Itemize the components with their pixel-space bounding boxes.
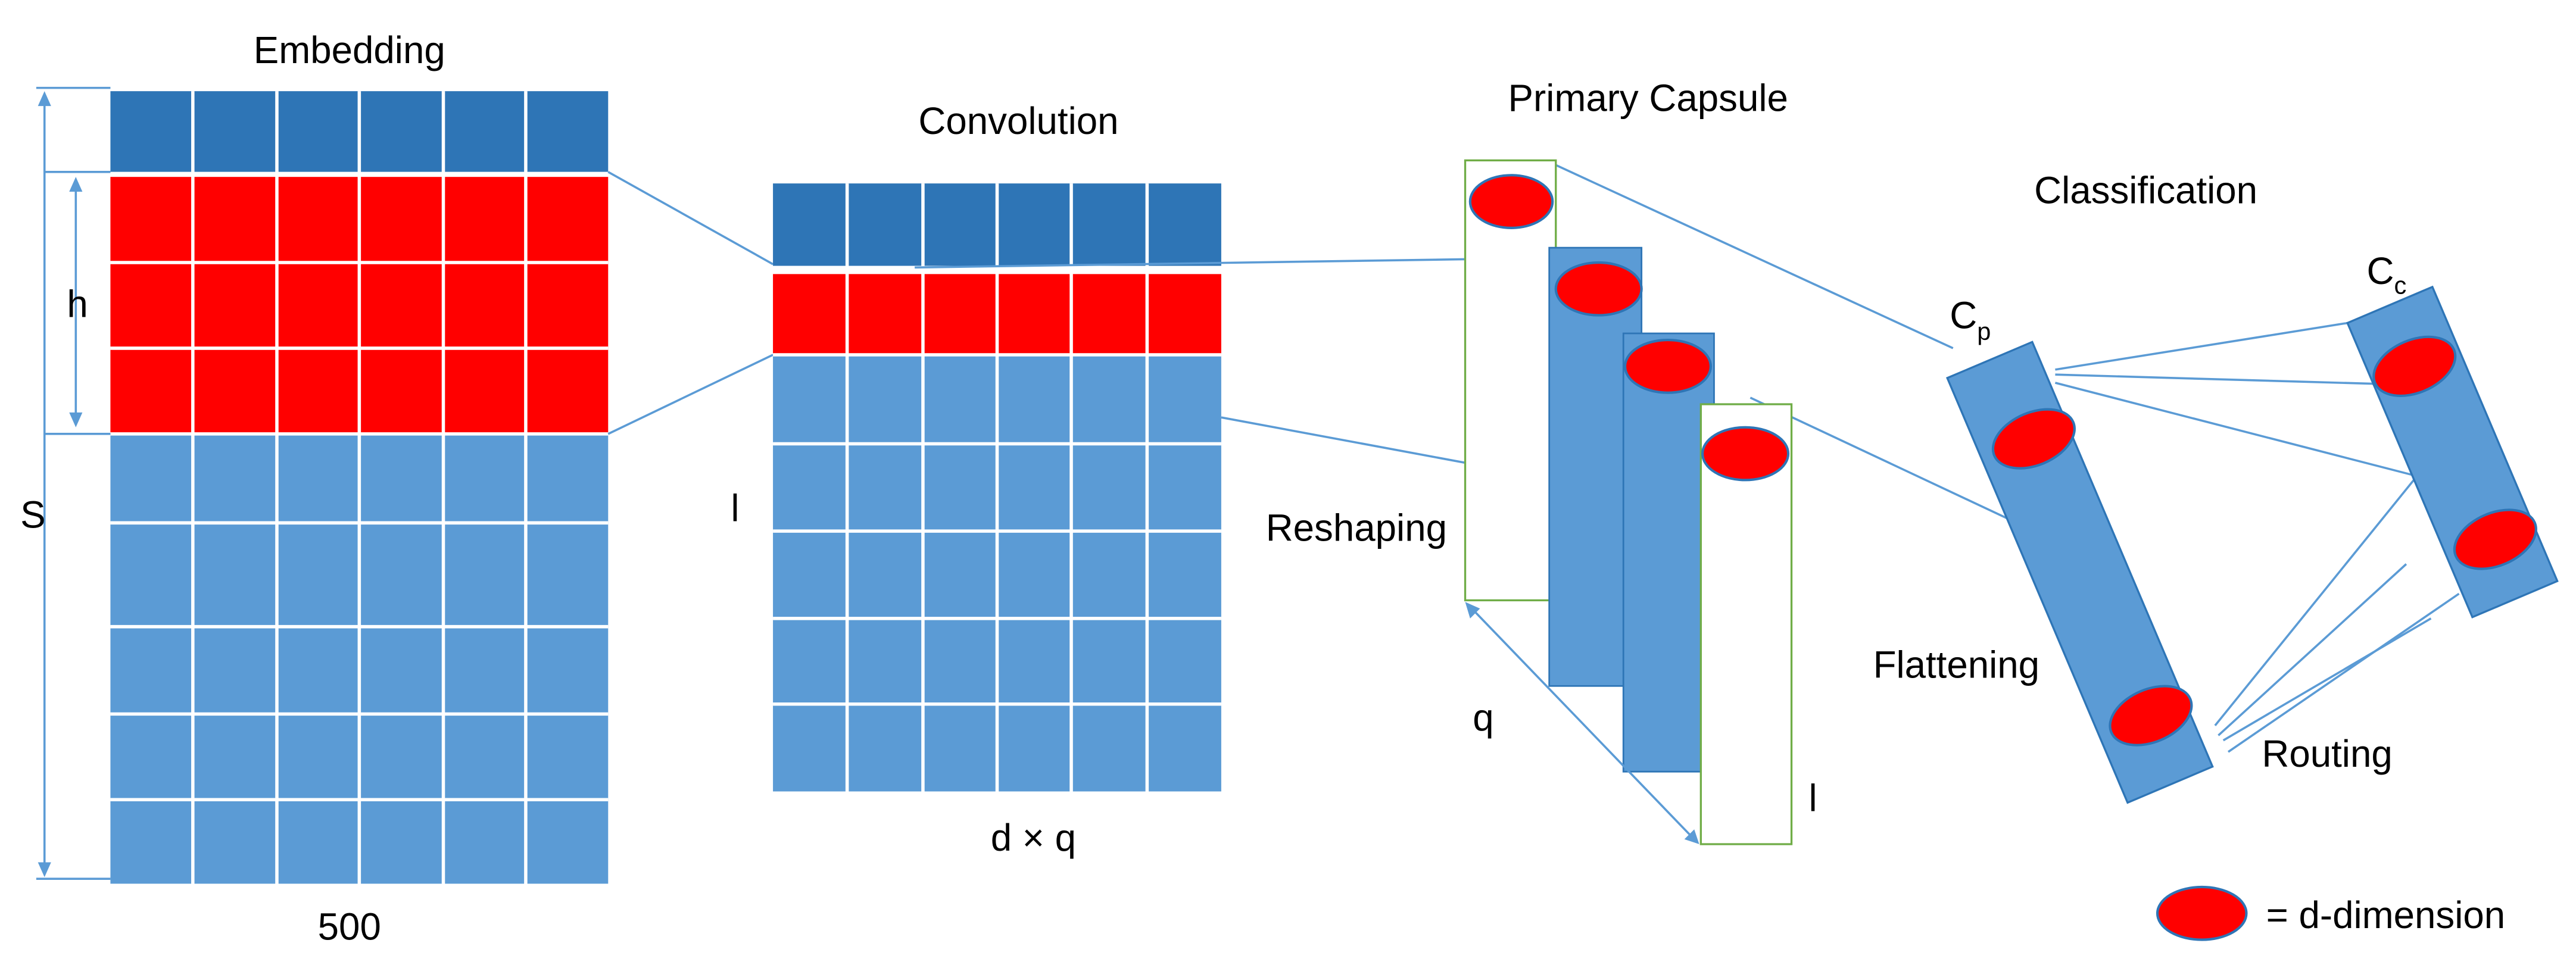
capsule-vector-ellipse [1468,174,1554,229]
capsule-outline-1 [1464,159,1557,602]
legend-label: = d-dimension [2266,894,2506,936]
cp-vector-ellipse [2109,685,2193,747]
primary-capsule-title: Primary Capsule [1508,77,1788,119]
routing-label: Routing [2262,733,2392,775]
classification-title: Classification [2034,169,2257,211]
capsule-vector-ellipse [1554,261,1643,317]
embedding-grid [110,91,609,884]
cp-vector-ellipse [1991,408,2076,470]
capsule-vector-ellipse [1623,339,1713,394]
embedding-to-convolution-lines [607,171,774,435]
connector-lines [915,161,2460,753]
c-c-base: C [2366,250,2394,292]
s-label: S [20,494,45,536]
legend-ellipse [2156,885,2248,941]
embedding-grid-lines [110,91,609,884]
primary-capsules [1464,159,1793,845]
cc-vector-ellipse [2372,335,2457,397]
c-c-subscript: c [2394,271,2406,299]
cc-vector-ellipse [2453,508,2537,570]
reshaping-label: Reshaping [1266,507,1447,549]
five-hundred-label: 500 [318,906,381,948]
convolution-grid-lines [773,183,1221,792]
q-label: q [1473,697,1493,739]
c-p-label: Cp [1950,295,1991,345]
c-p-base: C [1950,295,1977,337]
h-label: h [67,283,88,325]
capsule-c-c [2346,285,2559,619]
convolution-grid [773,183,1221,792]
s-dimension-arrow [36,86,111,880]
convolution-title: Convolution [918,100,1118,142]
capsule-filled-2 [1622,332,1715,773]
l-capsule-label: l [1808,777,1817,820]
h-dimension-arrow [44,170,111,435]
d-times-q-label: d × q [991,817,1076,859]
c-c-label: Cc [2366,250,2406,299]
l-conv-label: l [731,488,739,530]
q-dimension-arrow [1465,602,1699,845]
c-p-subscript: p [1977,317,1991,345]
capsule-vector-ellipse [1701,426,1790,482]
embedding-title: Embedding [254,29,445,71]
flattening-label: Flattening [1873,644,2039,686]
